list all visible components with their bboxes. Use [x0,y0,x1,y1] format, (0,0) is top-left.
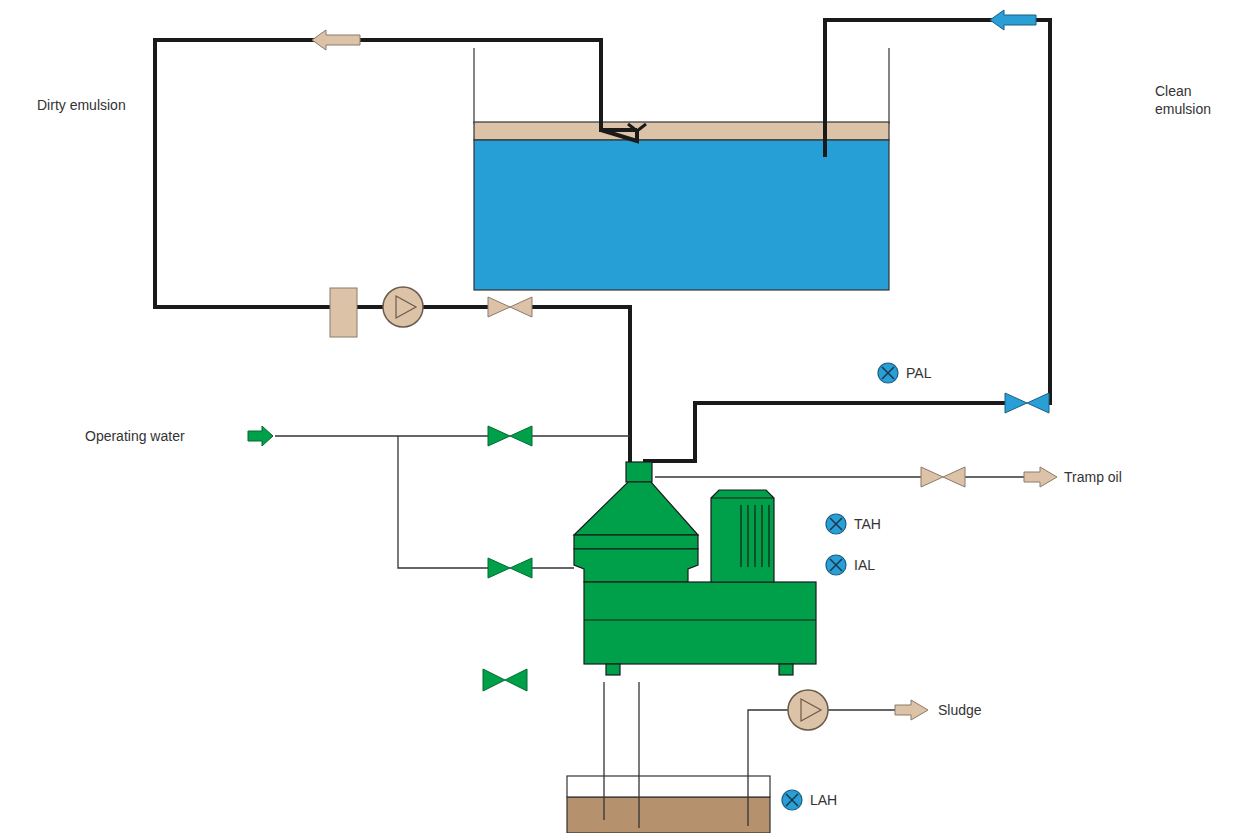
valve [921,467,965,487]
line-label: Operating water [85,427,185,445]
valve [488,297,532,317]
line-label: Sludge [938,701,982,719]
sludge-pump [788,690,828,730]
sludge-tank [567,682,770,833]
line-label: Clean emulsion [1155,82,1225,118]
feed-pump [383,287,423,327]
valve [1005,393,1049,413]
flow-arrow [1024,467,1057,487]
valve [488,426,532,446]
signal-name: TAH [854,515,881,533]
tramp-oil-line [655,476,1025,477]
signal-name: IAL [854,556,875,574]
pressure-sensor [878,363,898,383]
valve [488,558,532,578]
separator [574,462,816,675]
sludge-line [748,710,895,826]
line-label: Dirty emulsion [37,96,126,114]
line-label: Tramp oil [1064,468,1122,486]
dirty-emulsion-line [155,40,646,464]
clean-emulsion-line [645,20,1050,464]
flow-arrow [312,30,360,50]
flow-arrow [895,700,928,720]
signal-name: PAL [906,364,931,382]
flow-arrow [990,10,1036,30]
valve [483,669,527,691]
flow-arrow [248,426,273,446]
temperature-sensor [826,514,846,534]
current-sensor [826,555,846,575]
signal-name: LAH [810,791,837,809]
filter [330,288,357,337]
level-sensor [782,790,802,810]
